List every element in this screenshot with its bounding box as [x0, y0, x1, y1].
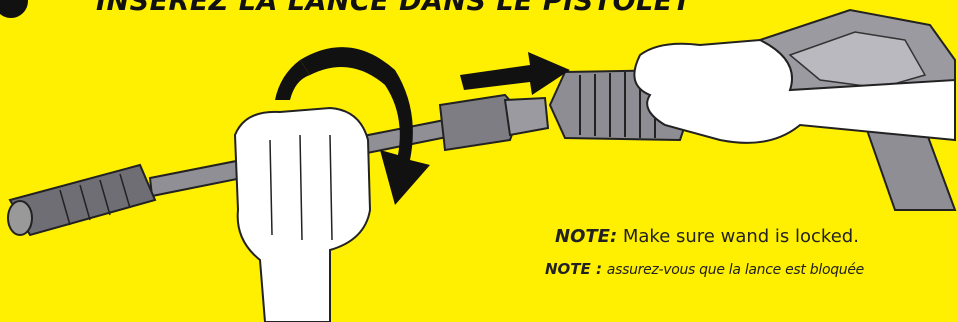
- left-hand: [235, 108, 370, 322]
- insert-arrow-icon: [460, 52, 570, 95]
- note-french: NOTE : assurez-vous que la lance est blo…: [545, 260, 864, 278]
- note-english: NOTE: Make sure wand is locked.: [555, 226, 859, 247]
- note-english-label: NOTE:: [555, 226, 617, 247]
- note-french-text: assurez-vous que la lance est bloquée: [607, 262, 864, 278]
- note-french-label: NOTE :: [545, 260, 602, 278]
- note-english-text: Make sure wand is locked.: [623, 226, 859, 247]
- nozzle: [8, 165, 155, 235]
